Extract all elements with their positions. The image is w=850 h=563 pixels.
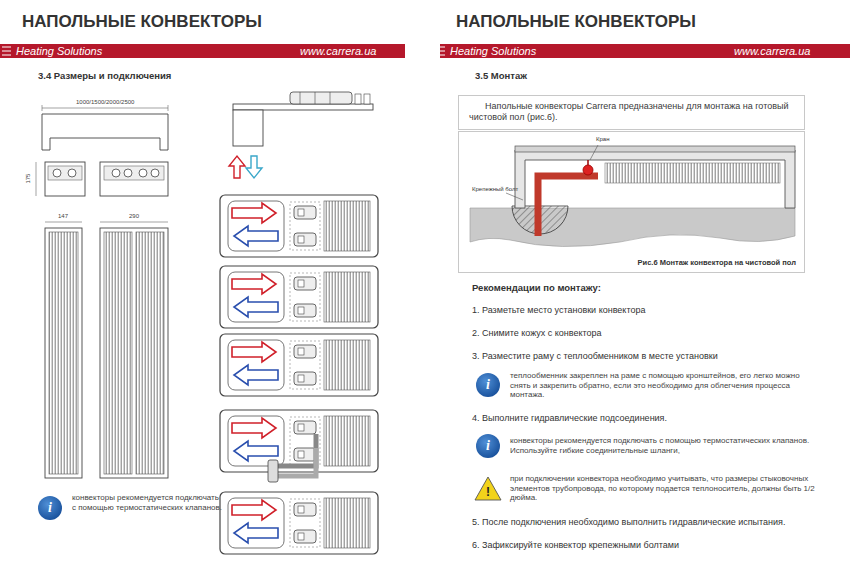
step-item: 2. Снимите кожух с конвектора [472,328,602,339]
section-heading: 3.5 Монтаж [475,70,527,81]
step-item: 3. Разместите раму с теплообменником в м… [472,351,718,362]
dimension: 147 [58,213,68,220]
info-icon: i [38,496,62,520]
step-item: 5. После подключения необходимо выполнит… [472,517,785,528]
dimension: 1000/1500/2000/2500 [76,99,134,106]
info-icon: i [476,434,500,458]
step-item: 4. Выполните гидравлические подсоединени… [472,413,667,424]
page-title: НАПОЛЬНЫЕ КОНВЕКТОРЫ [22,12,262,32]
figure-frame: Рис.6 Монтаж конвектора на чистовой пол [458,131,805,273]
info-note: теплообменник закреплен на раме с помощь… [510,371,810,400]
website: www.carrera.ua [300,44,376,58]
dimension: 175 [25,174,32,184]
step-item: 6. Зафиксируйте конвектор крепежными бол… [472,540,679,551]
intro-box: Напольные конвекторы Carrera предназначе… [458,95,805,130]
website: www.carrera.ua [734,44,810,58]
warning-icon: ! [478,484,498,500]
part-label: Кран [596,136,609,143]
part-label: Крепежный болт [472,186,518,193]
brand-slogan: Heating Solutions [16,44,102,58]
figure-caption: Рис.6 Монтаж конвектора на чистовой пол [638,258,796,267]
warning-note: при подключении конвектора необходимо уч… [510,474,815,503]
dimension: 290 [129,213,139,220]
info-note: конвекторы рекомендуется подключать с по… [72,493,222,512]
list-heading: Рекомендации по монтажу: [472,282,601,293]
page-title: НАПОЛЬНЫЕ КОНВЕКТОРЫ [456,12,696,32]
intro-text: Напольные конвекторы Carrera предназначе… [459,96,804,129]
info-icon: i [476,373,500,397]
step-item: 1. Разметьте место установки конвектора [472,305,645,316]
section-heading: 3.4 Размеры и подключения [38,70,171,81]
info-note: конвекторы рекомендуется подключать с по… [510,436,810,455]
brand-slogan: Heating Solutions [450,44,536,58]
